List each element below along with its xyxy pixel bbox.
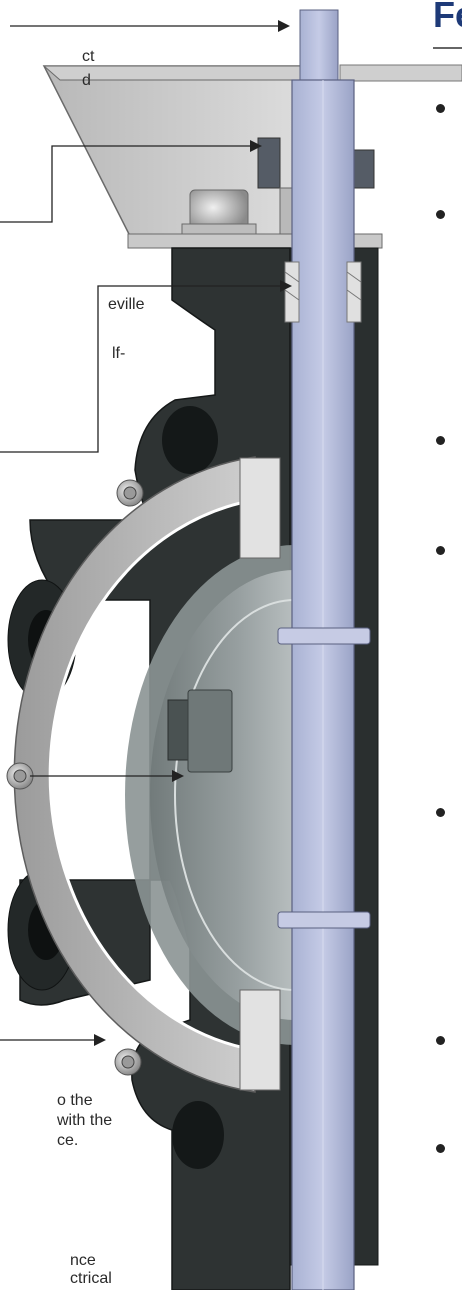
ring-end-block-top — [239, 457, 281, 559]
disc-dome — [150, 570, 295, 1020]
label-self: lf- — [112, 345, 126, 362]
label-bottom-3: ce. — [57, 1132, 79, 1149]
stem-pin-upper — [277, 627, 371, 645]
label-bottom-2: with the — [57, 1112, 113, 1129]
callout-arrow-bracket — [250, 140, 262, 152]
packing-hatch — [346, 271, 362, 283]
ring-bolt-middle-socket — [13, 769, 27, 783]
bullet-marker — [436, 1144, 445, 1153]
callout-arrow-stem — [278, 20, 290, 32]
gland-nut-right — [351, 149, 375, 189]
bullet-marker — [436, 546, 445, 555]
label-belleville: eville — [108, 296, 145, 313]
packing-hatch — [284, 289, 300, 301]
packing-left — [284, 261, 300, 323]
bullet-marker — [436, 1036, 445, 1045]
disc-inner-edge — [174, 599, 296, 991]
callout-arrow-packing — [280, 280, 292, 292]
ring-bolt-lower-socket — [121, 1055, 135, 1069]
body-hole-upper — [162, 406, 218, 474]
stem-top — [299, 9, 339, 81]
callout-line-packing — [0, 285, 280, 453]
bullet-marker — [436, 104, 445, 113]
mounting-plate-right — [339, 64, 462, 82]
body-hole-lower — [172, 1101, 224, 1169]
packing-right — [346, 261, 362, 323]
label-footer-2: ctrical — [70, 1270, 112, 1287]
packing-hatch — [346, 289, 362, 301]
bullet-marker — [436, 210, 445, 219]
bullet-marker — [436, 808, 445, 817]
callout-line-bracket — [0, 145, 250, 223]
page-heading: Fe — [433, 0, 462, 35]
gland-nut-left — [257, 137, 281, 189]
bullet-marker — [436, 436, 445, 445]
callout-arrow-ring-bolt — [94, 1034, 106, 1046]
disc-tab-dark — [167, 699, 191, 761]
packing-hatch — [284, 271, 300, 283]
ring-end-block-bottom — [239, 989, 281, 1091]
label-footer-1: nce — [70, 1252, 96, 1269]
label-top-ct: ct — [82, 48, 95, 65]
stem-pin-lower — [277, 911, 371, 929]
callout-arrow-disc — [172, 770, 184, 782]
label-top-d: d — [82, 72, 91, 89]
ring-bolt-upper-socket — [123, 486, 137, 500]
clamp-ring-highlight — [48, 498, 256, 1052]
bracket-bolt-washer — [181, 223, 257, 235]
label-bottom-1: o the — [57, 1092, 93, 1109]
disc-tab — [187, 689, 233, 773]
